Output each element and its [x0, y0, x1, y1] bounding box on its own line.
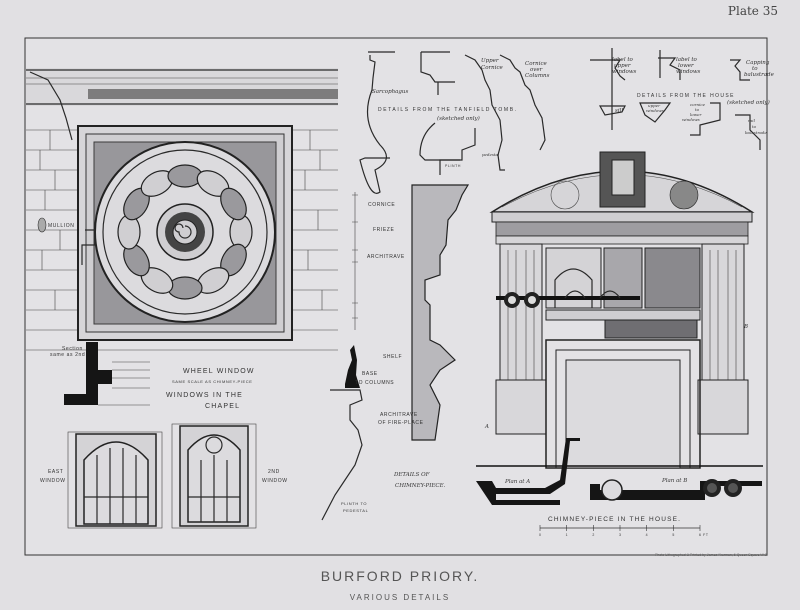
rail-label: rail: [748, 118, 756, 123]
rail-label: balustrade: [745, 130, 767, 135]
chimney-details-heading: DETAILS OF: [393, 472, 430, 478]
label-b: B: [743, 324, 748, 330]
plate-number: Plate 35: [727, 4, 778, 18]
mullion-label: MULLION: [48, 223, 74, 229]
brick-wall: [26, 129, 338, 351]
section-note: Section: [62, 346, 83, 352]
upper-cornice-label: Upper: [481, 58, 499, 64]
cornice-lower-label: cornice: [690, 102, 706, 107]
scale-tick-label: 2: [592, 533, 595, 537]
east-window: EAST WINDOW: [40, 431, 163, 529]
east-window-label: EAST: [48, 469, 63, 475]
scale-tick-label: 0: [539, 533, 542, 537]
chimney-details-heading: CHIMNEY-PIECE.: [395, 483, 446, 489]
capping-label: Capping: [746, 60, 770, 66]
plinth-label: PLINTH: [445, 164, 461, 168]
upper-windows-label: upper: [648, 103, 661, 108]
rail-label: to: [752, 124, 757, 129]
chimney-piece-section: CORNICE FRIEZE ARCHITRAVE SHELF BASE TO …: [321, 184, 470, 521]
section-note: same as 2nd: [50, 352, 85, 358]
house-details: label to upper windows label to lower wi…: [590, 48, 775, 150]
same-scale-label: SAME SCALE AS CHIMNEY-PIECE: [172, 379, 253, 384]
cornice-label: CORNICE: [368, 202, 395, 208]
upper-cornice-label: Cornice: [481, 65, 504, 71]
tomb-sketched: (sketched only): [437, 115, 480, 122]
label-upper-windows: windows: [612, 69, 637, 75]
plan-a-label: Plan at A: [504, 479, 530, 485]
house-heading: DETAILS FROM THE HOUSE: [637, 93, 735, 99]
scale-tick-label: 4: [646, 533, 649, 537]
cornice-over-columns-label: Columns: [525, 73, 550, 79]
wheel-tracery: [117, 164, 253, 300]
upper-windows-label: windows: [646, 108, 664, 113]
chapel-section: Section same as 2nd WHEEL WINDOW SAME SC…: [50, 342, 255, 410]
second-window-label: 2ND: [268, 469, 280, 475]
tracery-petal: [167, 164, 203, 188]
chapel-label: CHAPEL: [205, 403, 240, 410]
chimney-piece-heading: CHIMNEY-PIECE IN THE HOUSE.: [548, 516, 681, 523]
second-window-label: WINDOW: [262, 478, 288, 484]
printer-credit: Photo-Lithographed & Printed by James Ak…: [655, 553, 769, 557]
tracery-petal: [220, 187, 247, 221]
sarcophagus-label: Sarcophagus: [372, 89, 408, 95]
cornice-lower-label: windows: [682, 117, 700, 122]
capping-label: balustrade: [744, 72, 775, 78]
cornice-band: [26, 68, 338, 106]
label-lower-windows: label to: [676, 57, 698, 63]
scale-tick-label: 5: [672, 533, 675, 537]
sill-label: sill: [615, 108, 623, 114]
shelf-label: SHELF: [383, 354, 402, 360]
plan-b-label: Plan at B: [661, 478, 687, 484]
capping-label: to: [752, 66, 758, 72]
label-upper-windows: upper: [614, 63, 631, 69]
architrave-fireplace-label: OF FIRE-PLACE: [378, 420, 424, 426]
wheel-window-elevation: MULLION: [26, 68, 338, 351]
cornice-over-columns-label: over: [530, 67, 543, 73]
label-upper-windows: label to: [612, 57, 634, 63]
wheel-window-label: WHEEL WINDOW: [183, 368, 255, 375]
plinth-pedestal-label: PLINTH TO: [341, 501, 367, 506]
scale-ticks: 0 1 2 3 4 5 6 FT: [539, 525, 709, 537]
tomb-heading: DETAILS FROM THE TANFIELD TOMB.: [378, 107, 518, 113]
cornice-over-columns-label: Cornice: [525, 61, 548, 67]
architrave-fireplace-label: ARCHITRAVE: [380, 412, 418, 418]
second-window: 2ND WINDOW: [171, 423, 288, 529]
plate-title: BURFORD PRIORY.: [320, 568, 480, 584]
scale-tick-label: 3: [619, 533, 622, 537]
windows-in-the-label: WINDOWS IN THE: [166, 392, 243, 399]
tracery-petal: [167, 276, 203, 300]
house-sketched: (sketched only): [727, 99, 770, 106]
scale-tick-label: 1: [566, 533, 569, 537]
cornice-lower-label: to: [695, 107, 700, 112]
plinth-pedestal-label: PEDESTAL: [343, 508, 369, 513]
east-window-label: WINDOW: [40, 478, 66, 484]
architrave-label: ARCHITRAVE: [367, 254, 405, 260]
label-a: A: [484, 424, 489, 430]
label-lower-windows: lower: [678, 63, 694, 69]
tracery-petal: [229, 214, 253, 250]
chimney-piece-elevation: A B Plan at A Plan at B CHIMNEY-PIECE IN…: [476, 151, 763, 537]
label-lower-windows: windows: [676, 69, 701, 75]
pedestal-label: pedestal: [482, 152, 500, 157]
tomb-details: Sarcophagus DETAILS FROM THE TANFIELD TO…: [359, 51, 550, 194]
scale-tick-label: 6 FT: [699, 533, 709, 537]
base-columns-label: TO COLUMNS: [355, 380, 394, 386]
cornice-lower-label: lower: [690, 112, 702, 117]
tracery-petal: [117, 214, 141, 250]
plate-subtitle: VARIOUS DETAILS: [349, 593, 451, 602]
frieze-label: FRIEZE: [373, 227, 394, 233]
base-columns-label: BASE: [362, 371, 378, 377]
ornament-frieze: [88, 89, 338, 99]
